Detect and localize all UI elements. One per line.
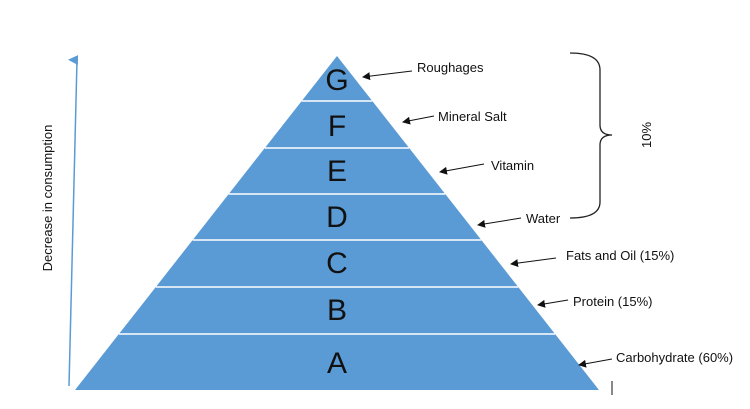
- pyramid-level-label: Fats and Oil (15%): [566, 248, 674, 263]
- pyramid-level-letter: E: [327, 155, 347, 188]
- pyramid-level-letter: G: [325, 64, 348, 97]
- pyramid-level-label: Protein (15%): [573, 294, 652, 309]
- pointer-arrow: [439, 163, 485, 175]
- pyramid-level-letter: D: [326, 201, 348, 234]
- pointer-arrow: [402, 115, 435, 125]
- pyramid-level-label: Roughages: [417, 60, 484, 75]
- pyramid-level-letter: A: [327, 347, 347, 380]
- pointer-arrow: [362, 70, 413, 81]
- pointer-arrow: [510, 257, 557, 268]
- pyramid-level-letter: C: [326, 247, 348, 280]
- pyramid-level-label: Mineral Salt: [438, 109, 507, 124]
- ten-percent-brace: [569, 52, 613, 219]
- consumption-axis-label: Decrease in consumption: [40, 125, 55, 272]
- pointer-arrow: [537, 299, 569, 308]
- pyramid-level-letter: F: [328, 110, 346, 143]
- pyramid-level-label: Vitamin: [491, 158, 534, 173]
- pointer-arrow: [578, 358, 613, 368]
- consumption-axis-arrow: [68, 55, 79, 387]
- pointer-arrow: [477, 217, 522, 228]
- pyramid-level-letter: B: [327, 294, 347, 327]
- pyramid-shape: [75, 56, 599, 390]
- pyramid-level-label: Carbohydrate (60%): [616, 350, 733, 365]
- pyramid-level-label: Water: [526, 211, 561, 226]
- ten-percent-label: 10%: [639, 122, 654, 148]
